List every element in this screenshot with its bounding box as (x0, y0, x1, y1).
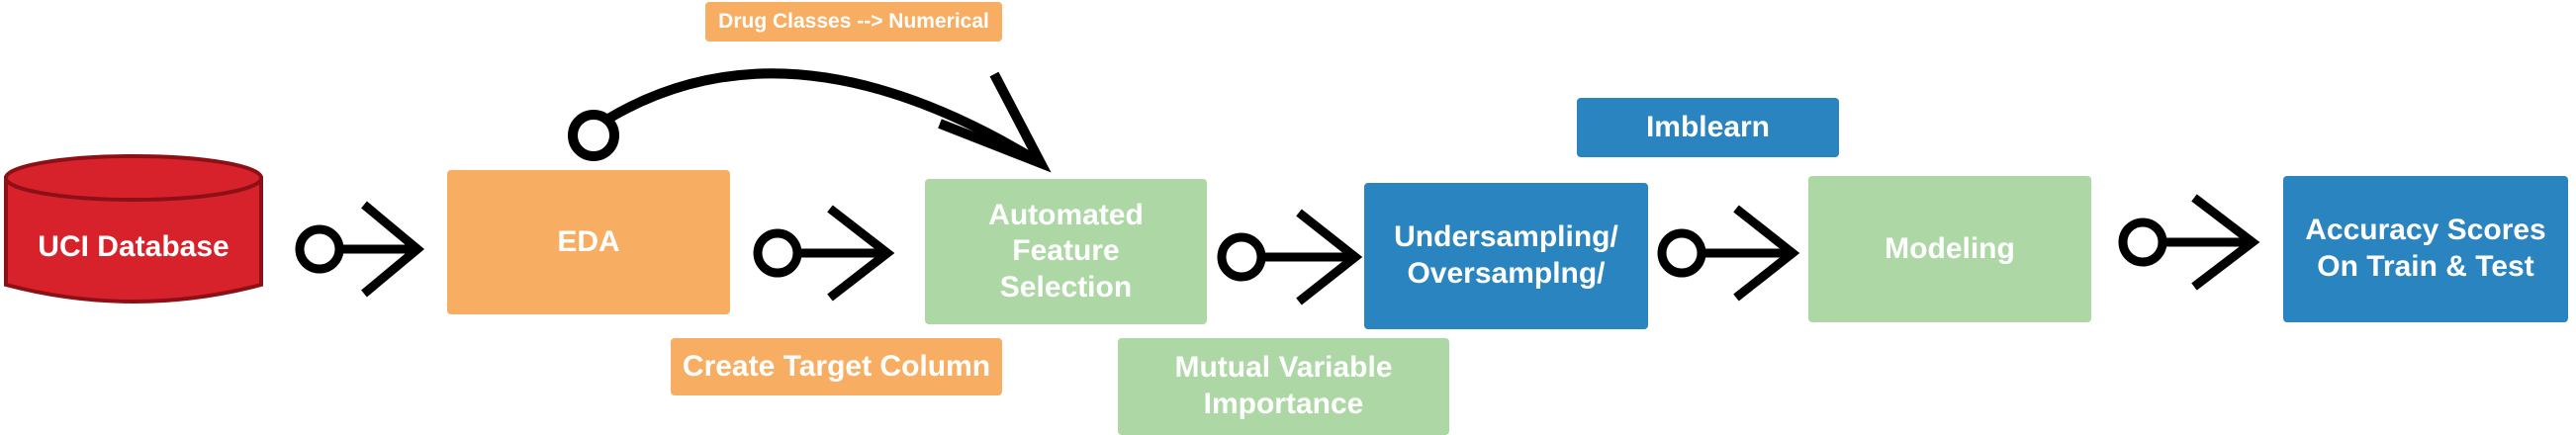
eda-box: EDA (447, 170, 730, 314)
feature-selection-box: Automated Feature Selection (925, 179, 1207, 324)
connector-arrow-icon (2118, 194, 2260, 291)
sampling-box: Undersampling/ Oversamplng/ (1364, 183, 1648, 329)
mutual-importance-tag: Mutual Variable Importance (1118, 338, 1449, 435)
drug-classes-tag: Drug Classes --> Numerical (705, 2, 1002, 42)
connector-arrow-icon (295, 201, 425, 298)
modeling-box: Modeling (1808, 176, 2091, 322)
connector-arrow-icon (1657, 205, 1800, 302)
create-target-tag: Create Target Column (671, 338, 1002, 395)
database-label: UCI Database (38, 230, 230, 263)
curved-arrow-icon (568, 68, 1052, 173)
imblearn-tag: Imblearn (1577, 98, 1839, 157)
connector-arrow-icon (1217, 209, 1363, 305)
accuracy-box: Accuracy Scores On Train & Test (2283, 176, 2568, 322)
database-cylinder-icon (3, 154, 263, 304)
connector-arrow-icon (753, 205, 895, 302)
